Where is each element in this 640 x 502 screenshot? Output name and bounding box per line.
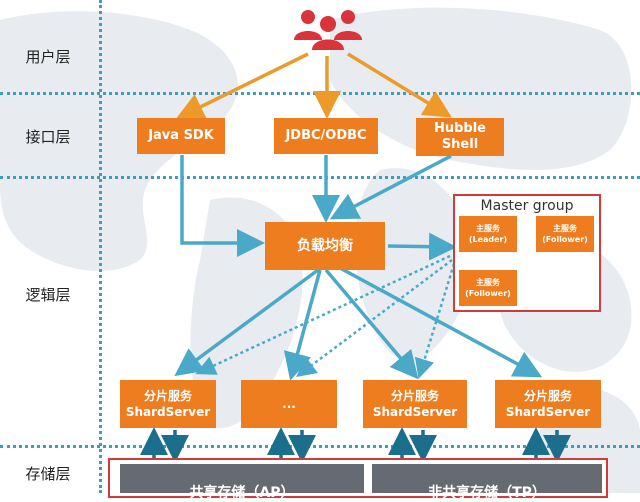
dotted-master-shard1 [195,254,451,375]
master-follower2-line1: 主服务 [476,278,500,287]
arrow-lb-shard4 [339,266,543,378]
non-shared-storage-box: 非共享存储（TP） [372,464,602,501]
jdbc-odbc-box: JDBC/ODBC [274,118,378,154]
shard1-line1: 分片服务 [143,389,192,403]
arrow-users-hubble [347,52,452,118]
master-follower1-line2: (Follower) [542,235,588,244]
layer-label-user: 用户层 [25,48,71,66]
master-follower1-box: 主服务 (Follower) [536,216,594,252]
shard3-line1: 分片服务 [390,389,439,403]
jdbc-odbc-label: JDBC/ODBC [285,128,367,143]
shard-server-ellipsis-box: ... [241,380,337,428]
hubble-shell-box: Hubble Shell [416,118,504,156]
shard4-line1: 分片服务 [523,389,572,403]
master-follower2-box: 主服务 (Follower) [459,270,517,306]
hubble-label-line2: Shell [441,137,479,152]
java-sdk-label: Java SDK [148,128,214,143]
load-balancer-box: 负载均衡 [265,222,385,270]
layer-label-divider [99,0,102,493]
shared-storage-label: 共享存储（AP） [189,485,295,501]
master-follower2-line2: (Follower) [465,289,511,298]
users-icon [294,10,362,50]
hubble-label-line1: Hubble [433,121,487,136]
non-shared-storage-label: 非共享存储（TP） [428,485,546,501]
shard-server-4-box: 分片服务 ShardServer [495,380,601,428]
layer-divider-interface [0,176,640,179]
master-follower1-line1: 主服务 [553,224,577,233]
shard4-line2: ShardServer [505,405,591,419]
master-group-title: Master group [480,198,574,214]
arrow-java-lb [180,155,265,257]
shard3-line2: ShardServer [372,405,458,419]
layer-label-interface: 接口层 [25,128,71,146]
master-group-frame [453,194,601,312]
dotted-master-shard3 [414,263,456,379]
master-leader-line2: (Leader) [468,235,508,244]
shard-ellipsis: ... [282,397,296,411]
arrow-hubble-lb [329,154,452,220]
master-leader-line1: 主服务 [476,224,500,233]
layer-divider-logic [0,445,640,448]
arrow-users-java [175,52,309,120]
shard-server-3-box: 分片服务 ShardServer [363,380,467,428]
layer-label-logic: 逻辑层 [25,286,71,304]
dotted-master-shard2 [296,259,453,377]
arrow-lb-master [387,232,457,261]
shard-server-1-box: 分片服务 ShardServer [120,380,216,428]
java-sdk-box: Java SDK [137,118,225,154]
shared-storage-box: 共享存储（AP） [120,464,364,501]
load-balancer-label: 负载均衡 [297,238,353,254]
master-leader-box: 主服务 (Leader) [459,216,517,252]
arrow-lb-shard1 [174,268,320,377]
layer-label-storage: 存储层 [25,465,71,483]
shard1-line2: ShardServer [125,405,211,419]
